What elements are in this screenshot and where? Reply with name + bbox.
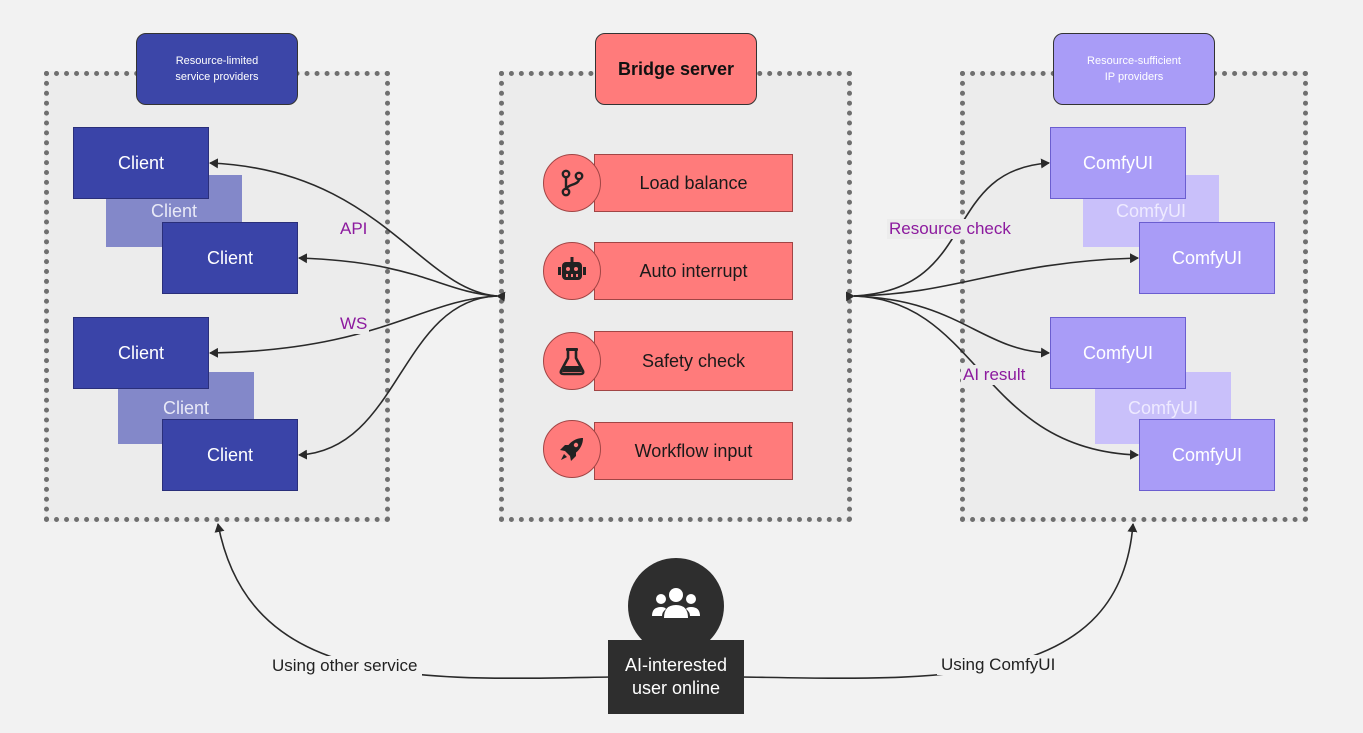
client-bottom-1[interactable]: Client (73, 317, 209, 389)
edge-ws-client-3 (209, 295, 498, 358)
comfy-top-1[interactable]: ComfyUI (1050, 127, 1186, 199)
flask-icon (543, 332, 601, 390)
client-top-1[interactable]: Client (73, 127, 209, 199)
bridge-server-title: Bridge server (595, 33, 757, 105)
edge-label-resource-check: Resource check (887, 219, 1013, 239)
edge-check-comfy-2 (853, 253, 1139, 297)
edge-api-client-2 (298, 253, 498, 297)
feature-load-balance[interactable]: Load balance (594, 154, 793, 212)
bottom-label-comfyui: Using ComfyUI (937, 655, 1060, 675)
left-group-title: Resource-limited service providers (136, 33, 298, 105)
user-line2: user online (631, 678, 721, 698)
comfy-bottom-1[interactable]: ComfyUI (1050, 317, 1186, 389)
left-title-line1: Resource-limited (175, 55, 259, 67)
edge-result-comfy-3 (853, 295, 1050, 358)
edge-ws-client-4 (298, 295, 498, 460)
bottom-label-other-service: Using other service (268, 656, 422, 676)
right-title-line1: Resource-sufficient (1087, 55, 1181, 67)
feature-workflow-input[interactable]: Workflow input (594, 422, 793, 480)
edge-label-ws: WS (338, 314, 370, 334)
edge-label-api: API (338, 219, 370, 239)
edge-label-ai-result: AI result (961, 365, 1028, 385)
edge-api-client-1 (209, 158, 506, 302)
client-bottom-2[interactable]: Client (162, 419, 298, 491)
user-line1: AI-interested (624, 655, 728, 675)
feature-auto-interrupt[interactable]: Auto interrupt (594, 242, 793, 300)
left-title-line2: service providers (175, 71, 259, 83)
right-title-line2: IP providers (1104, 71, 1164, 83)
rocket-icon (543, 420, 601, 478)
users-icon (628, 558, 724, 654)
feature-safety-check[interactable]: Safety check (594, 331, 793, 391)
user-node[interactable]: AI-interested user online (608, 640, 744, 714)
comfy-bottom-2[interactable]: ComfyUI (1139, 419, 1275, 491)
robot-icon (543, 242, 601, 300)
comfy-top-2[interactable]: ComfyUI (1139, 222, 1275, 294)
right-group-title: Resource-sufficient IP providers (1053, 33, 1215, 105)
branch-icon (543, 154, 601, 212)
